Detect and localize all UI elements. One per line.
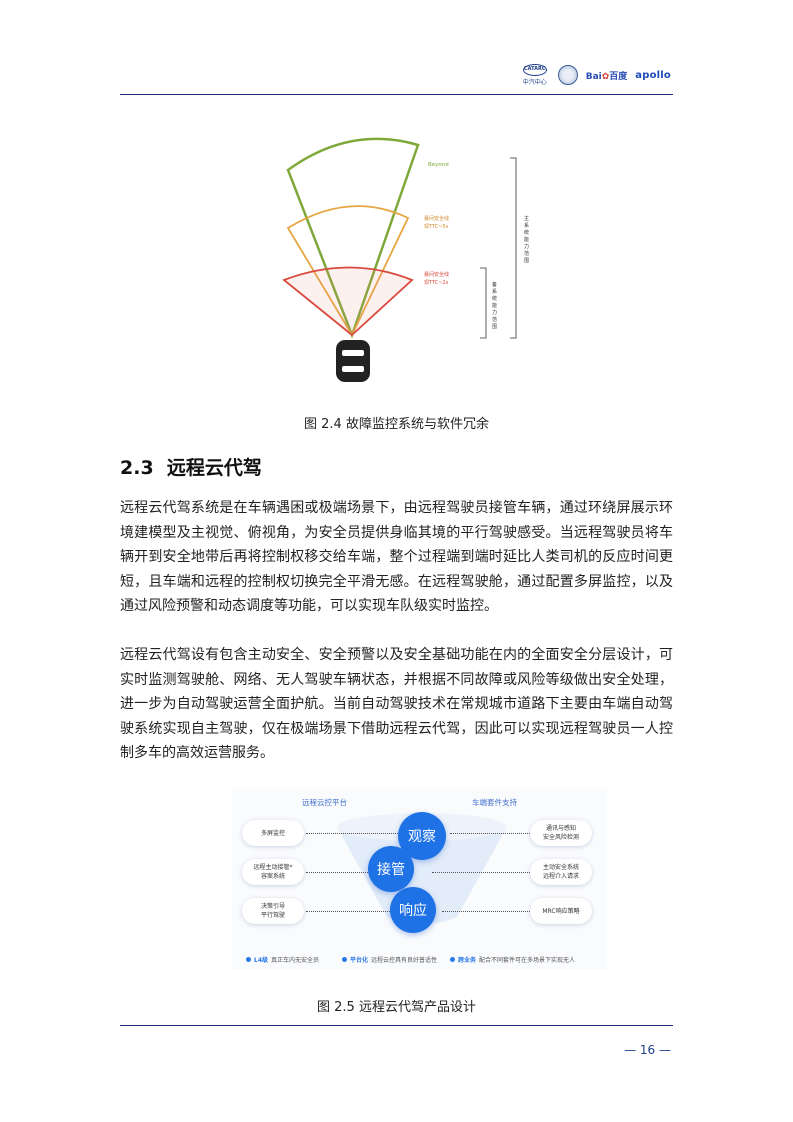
car-icon <box>336 340 370 382</box>
right-item-active-safety: 主动安全系统 远程介入请求 <box>530 859 592 885</box>
logo-text: 中汽中心 <box>522 79 547 86</box>
legend-text: 真正车内无安全员 <box>271 957 320 964</box>
connector-line <box>306 833 398 834</box>
connector-line <box>432 872 530 873</box>
figure-caption: 图 2.4 故障监控系统与软件冗余 <box>304 417 489 432</box>
legend-text: 配合不同套件可在多场景下实现无人 <box>479 957 576 964</box>
legend-item: 跨业务配合不同套件可在多场景下实现无人 <box>450 955 575 964</box>
header-logos: CATARC 中汽中心 Bai✿百度 apollo <box>520 64 671 86</box>
circle-takeover: 接管 <box>368 846 414 892</box>
arc-label-danger-line1: 暴间安全线 <box>424 271 449 278</box>
zhongqi-zhongxin-logo: CATARC 中汽中心 <box>520 64 550 86</box>
legend-dot-icon <box>246 957 251 962</box>
section-heading: 2.3 远程云代驾 <box>120 453 262 480</box>
figure-caption: 图 2.5 远程云代驾产品设计 <box>317 1000 476 1015</box>
legend-text: 远程云控具有良好普适性 <box>371 957 438 964</box>
right-panel-title: 车端套件支持 <box>472 798 517 807</box>
body-paragraph: 远程云代驾设有包含主动安全、安全预警以及安全基础功能在内的全面安全分层设计，可实… <box>120 647 673 762</box>
baidu-logo-text-a: Bai <box>585 71 602 82</box>
left-item-takeover: 远程主动接管* 容案系统 <box>242 859 304 885</box>
backup-system-bracket: 备系统能力范围 <box>480 267 497 339</box>
svg-text:主系统能力范围: 主系统能力范围 <box>524 215 529 264</box>
circle-observe: 观察 <box>398 812 446 860</box>
arc-label-beyond: Beyond <box>428 162 449 168</box>
baidu-logo-text-b: 百度 <box>609 71 628 82</box>
section-title: 远程云代驾 <box>166 457 262 479</box>
page-number: — 16 — <box>624 1043 671 1057</box>
main-system-bracket: 主系统能力范围 <box>510 157 529 339</box>
arc-label-warning-line1: 暴间安全线 <box>424 215 449 222</box>
university-seal-logo <box>557 65 578 85</box>
baidu-logo: Bai✿百度 <box>586 69 628 82</box>
legend-item: L4级真正车内无安全员 <box>246 955 319 964</box>
product-design-figure: 远程云控平台 车端套件支持 多屏监控 远程主动接管* 容案系统 决策引导 平行驾… <box>232 787 607 970</box>
baidu-paw-icon: ✿ <box>601 71 610 82</box>
connector-line <box>450 833 530 834</box>
right-item-perception: 通讯与感知 安全风险检测 <box>530 820 592 846</box>
header-rule <box>120 94 673 95</box>
body-paragraph: 远程云代驾系统是在车辆遇困或极端场景下，由远程驾驶员接管车辆，通过环绕屏展示环境… <box>120 500 673 615</box>
arc-label-danger-line2: 现TTC~2s <box>424 280 449 286</box>
left-item-multiscreen: 多屏监控 <box>242 820 304 846</box>
apollo-logo: apollo <box>635 69 671 81</box>
fan-danger <box>282 266 414 337</box>
arc-label-warning-line2: 现TTC~5s <box>424 224 449 230</box>
footer-rule <box>120 1025 673 1026</box>
legend-key: 平台化 <box>350 957 369 964</box>
legend-key: L4级 <box>254 957 268 964</box>
fault-monitoring-figure: Beyond 暴间安全线 现TTC~5s 暴间安全线 现TTC~2s 主系统能力… <box>282 137 529 382</box>
connector-line <box>306 911 390 912</box>
legend-dot-icon <box>342 957 347 962</box>
fan-warning <box>286 205 410 337</box>
right-item-mrc: MRC响应策略 <box>530 898 592 924</box>
connector-line <box>306 872 368 873</box>
section-number: 2.3 <box>120 457 154 479</box>
fan-beyond <box>286 137 420 339</box>
left-panel-title: 远程云控平台 <box>302 798 347 807</box>
connector-line <box>442 911 530 912</box>
legend-item: 平台化远程云控具有良好普适性 <box>342 955 437 964</box>
legend-dot-icon <box>450 957 455 962</box>
circle-respond: 响应 <box>390 887 436 933</box>
svg-text:备系统能力范围: 备系统能力范围 <box>492 281 497 330</box>
left-item-guidance: 决策引导 平行驾驶 <box>242 898 304 924</box>
funnel-shape <box>337 813 507 925</box>
legend-key: 跨业务 <box>458 957 477 964</box>
logo-mark: CATARC <box>522 64 547 76</box>
